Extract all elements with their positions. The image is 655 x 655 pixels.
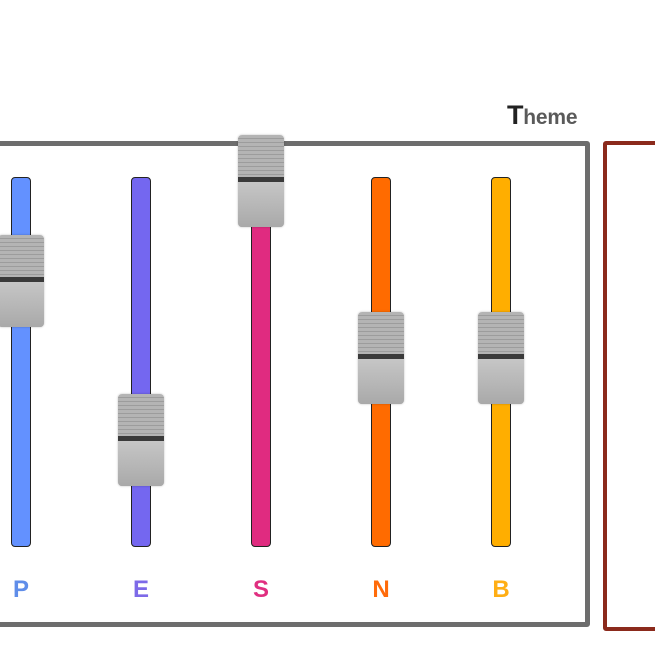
channel-label-s: S [252,576,269,603]
mixer-panel [0,141,590,627]
theme-title-rest: heme [523,106,578,129]
slider-knob-n[interactable] [358,312,404,404]
theme-title-initial: T [507,100,524,130]
channel-label-n: N [372,576,390,603]
slider-knob-s[interactable] [238,135,284,227]
side-panel [603,141,655,631]
slider-track-e[interactable] [131,177,151,547]
slider-knob-p[interactable] [0,235,44,327]
channel-label-e: E [132,576,149,603]
channel-s: S [231,0,291,655]
channel-e: E [111,0,171,655]
slider-track-p[interactable] [11,177,31,547]
slider-track-s[interactable] [251,177,271,547]
channel-n: N [351,0,411,655]
channel-b: B [471,0,531,655]
channel-label-b: B [492,576,510,603]
slider-knob-e[interactable] [118,394,164,486]
theme-title: Theme [507,100,578,131]
channel-label-p: P [12,576,29,603]
slider-knob-b[interactable] [478,312,524,404]
channel-p: P [0,0,51,655]
